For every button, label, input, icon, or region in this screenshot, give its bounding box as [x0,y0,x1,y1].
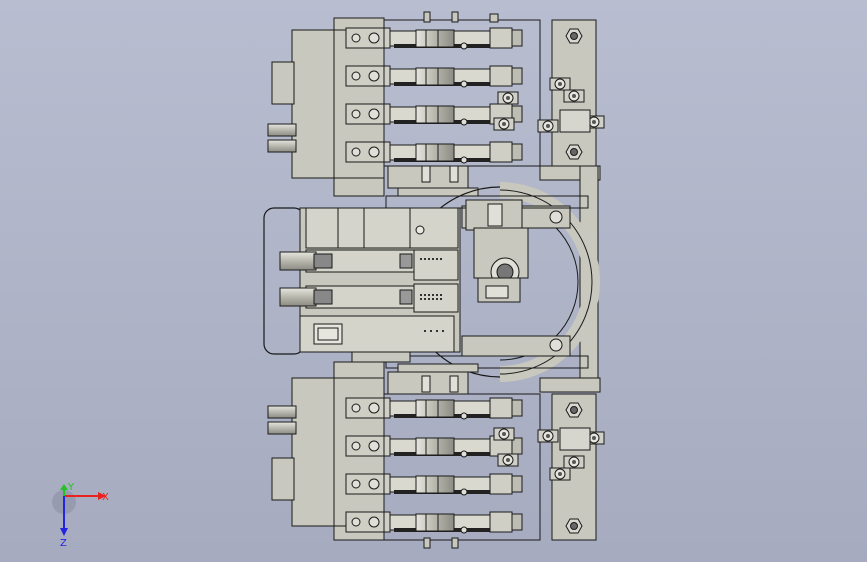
y-axis-label: Y [67,482,75,493]
valve-manifold[interactable] [263,207,461,363]
x-axis-label: X [102,492,109,503]
axis-triad-icon[interactable]: X Y Z [48,482,118,552]
x-axis-arrowhead [98,492,106,500]
top-gripper-module[interactable] [267,11,605,197]
z-axis-label: Z [60,538,67,549]
z-axis-arrowhead [60,528,68,536]
y-axis-arrowhead [60,484,68,490]
center-camera-unit[interactable] [465,199,529,303]
bottom-gripper-module[interactable] [267,361,605,549]
